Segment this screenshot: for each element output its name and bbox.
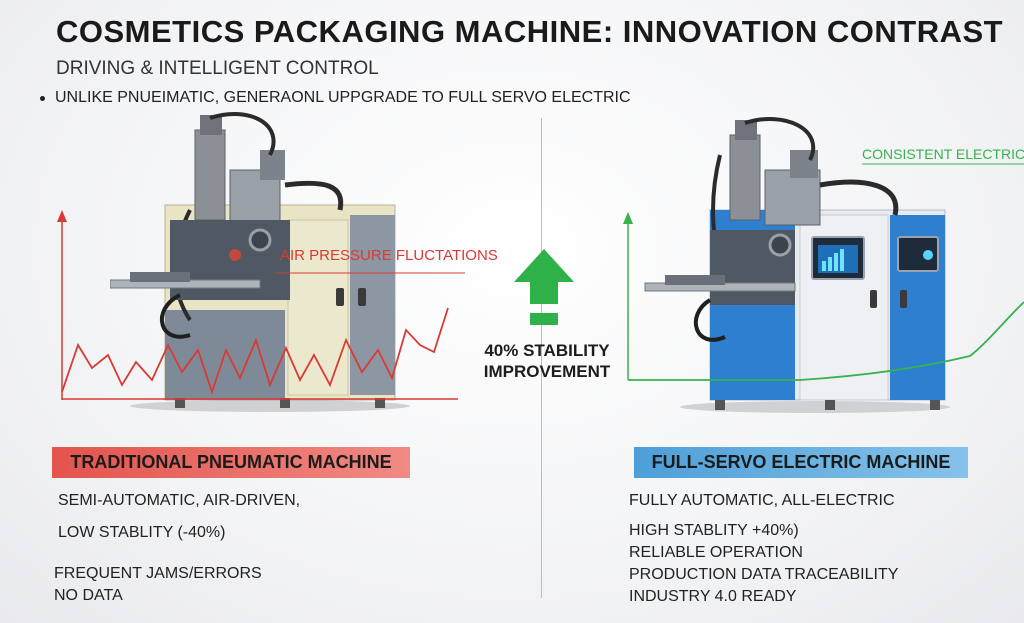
headline-bullet: UNLIKE PNUEIMATIC, GENERAONL UPPGRADE TO… bbox=[40, 89, 631, 107]
center-divider bbox=[541, 118, 542, 598]
right-feature: PRODUCTION DATA TRACEABILITY bbox=[629, 566, 899, 583]
right-feature: HIGH STABLITY +40%) bbox=[629, 522, 799, 539]
pneumatic-machine-image bbox=[110, 112, 410, 412]
callout-line-2: IMPROVEMENT bbox=[483, 362, 611, 381]
left-feature: FREQUENT JAMS/ERRORS bbox=[54, 565, 262, 582]
right-y-axis-arrow-icon bbox=[623, 212, 633, 224]
callout-line-1: 40% STABILITY bbox=[484, 341, 610, 360]
stability-callout: 40% STABILITY IMPROVEMENT bbox=[462, 340, 632, 382]
right-chart-label: CONSISTENT ELECTRIC C bbox=[862, 146, 1024, 162]
pneumatic-banner: TRADITIONAL PNEUMATIC MACHINE bbox=[52, 447, 410, 478]
left-feature: LOW STABLITY (-40%) bbox=[58, 524, 226, 541]
servo-machine-image bbox=[644, 117, 950, 413]
left-feature: NO DATA bbox=[54, 587, 123, 604]
left-y-axis-arrow-icon bbox=[57, 210, 67, 222]
bullet-text: UNLIKE PNUEIMATIC, GENERAONL UPPGRADE TO… bbox=[55, 89, 631, 106]
page-subtitle: DRIVING & INTELLIGENT CONTROL bbox=[56, 58, 379, 79]
air-pressure-line bbox=[61, 307, 449, 395]
right-feature: FULLY AUTOMATIC, ALL-ELECTRIC bbox=[629, 492, 895, 509]
bullet-dot-icon bbox=[40, 95, 45, 101]
left-feature: SEMI-AUTOMATIC, AIR-DRIVEN, bbox=[58, 492, 301, 509]
electric-stability-line bbox=[628, 301, 1024, 381]
servo-banner: FULL-SERVO ELECTRIC MACHINE bbox=[634, 447, 968, 478]
page-title: COSMETICS PACKAGING MACHINE: INNOVATION … bbox=[56, 14, 1004, 49]
left-chart-label: AIR PRESSURE FLUCTATIONS bbox=[280, 247, 498, 264]
right-feature: INDUSTRY 4.0 READY bbox=[629, 588, 797, 605]
right-feature: RELIABLE OPERATION bbox=[629, 544, 803, 561]
